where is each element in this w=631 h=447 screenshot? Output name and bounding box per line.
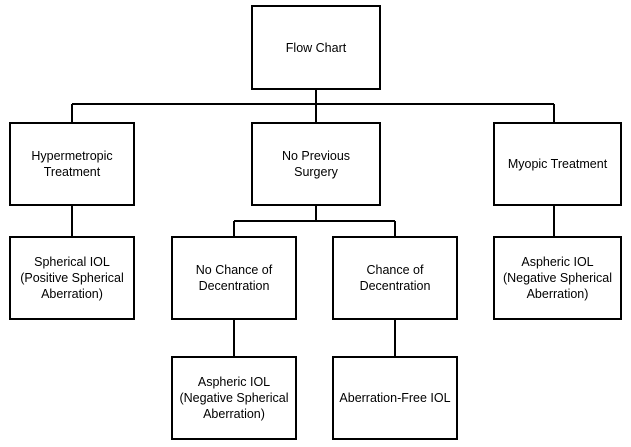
node-aspheric-iol-no-chance: Aspheric IOL (Negative Spherical Aberrat… (171, 356, 297, 440)
node-no-previous-surgery: No Previous Surgery (251, 122, 381, 206)
node-no-previous-surgery-label: No Previous Surgery (281, 149, 351, 179)
node-myopic-treatment: Myopic Treatment (493, 122, 622, 206)
node-spherical-iol-label: Spherical IOL (Positive Spherical Aberra… (20, 255, 124, 301)
node-aspheric-iol-no-chance-label: Aspheric IOL (Negative Spherical Aberrat… (179, 375, 289, 421)
node-aspheric-iol-myopic-label: Aspheric IOL (Negative Spherical Aberrat… (502, 255, 613, 301)
node-myopic-treatment-label: Myopic Treatment (507, 157, 608, 171)
node-aberration-free-iol: Aberration-Free IOL (332, 356, 458, 440)
node-flow-chart: Flow Chart (251, 5, 381, 90)
node-hypermetropic-treatment-label: Hypermetropic Treatment (31, 149, 113, 179)
node-no-chance-of-decentration-label: No Chance of Decentration (195, 263, 273, 293)
node-aberration-free-iol-label: Aberration-Free IOL (339, 391, 451, 405)
node-chance-of-decentration-label: Chance of Decentration (359, 263, 431, 293)
node-aspheric-iol-myopic: Aspheric IOL (Negative Spherical Aberrat… (493, 236, 622, 320)
node-flow-chart-label: Flow Chart (285, 40, 347, 55)
node-hypermetropic-treatment: Hypermetropic Treatment (9, 122, 135, 206)
node-no-chance-of-decentration: No Chance of Decentration (171, 236, 297, 320)
node-chance-of-decentration: Chance of Decentration (332, 236, 458, 320)
node-spherical-iol: Spherical IOL (Positive Spherical Aberra… (9, 236, 135, 320)
